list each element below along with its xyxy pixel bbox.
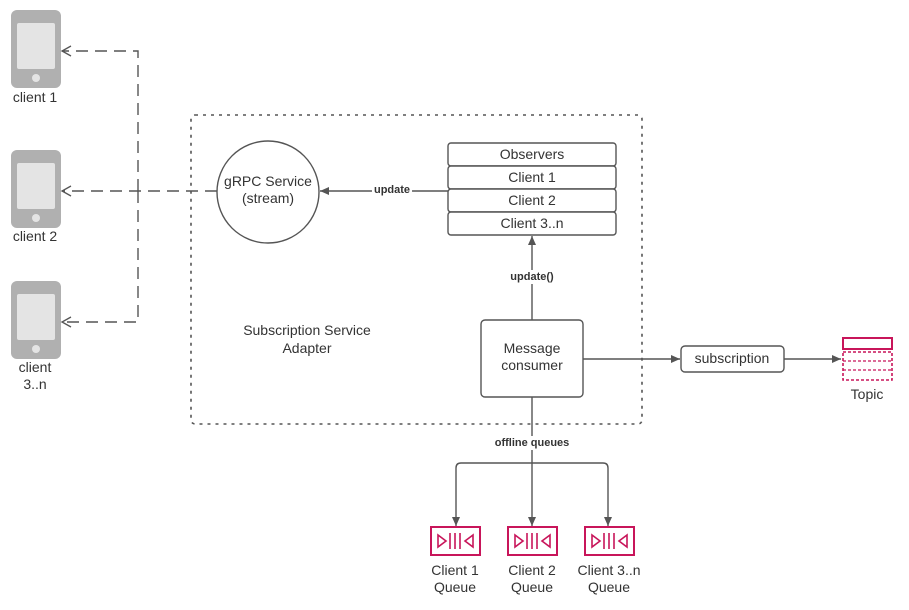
edge-offline-label: offline queues xyxy=(495,437,570,449)
client-3-label-line2: 3..n xyxy=(23,376,46,392)
queue-label-line2: Queue xyxy=(588,579,630,595)
queue-icon xyxy=(584,526,635,556)
subscription-label: subscription xyxy=(695,350,770,366)
consumer-label-line2: consumer xyxy=(501,357,563,373)
edge-label-backdrop xyxy=(508,270,557,284)
observer-item: Client 1 xyxy=(508,169,556,185)
observers-header: Observers xyxy=(500,146,565,162)
client-2-label: client 2 xyxy=(13,228,58,244)
queue-client-1: Client 1 Queue xyxy=(430,526,481,595)
phone-icon xyxy=(11,281,61,359)
client-1-label: client 1 xyxy=(13,89,58,105)
connector-client-3 xyxy=(60,191,139,328)
client-3-label-line1: client xyxy=(19,359,52,375)
edge-label-backdrop xyxy=(492,436,572,450)
grpc-label-line1: gRPC Service xyxy=(224,173,312,189)
grpc-service-node: gRPC Service (stream) xyxy=(216,140,320,244)
connector-client-1 xyxy=(60,45,139,191)
edge-queue-1 xyxy=(452,462,532,526)
observer-item: Client 3..n xyxy=(500,215,563,231)
queue-client-2: Client 2 Queue xyxy=(507,526,558,595)
message-consumer-node: Message consumer xyxy=(480,319,584,398)
subscription-node: subscription xyxy=(680,345,785,373)
edge-update-label: update xyxy=(374,184,410,196)
client-2-device: client 2 xyxy=(11,150,61,244)
queue-client-3: Client 3..n Queue xyxy=(577,526,641,595)
consumer-label-line1: Message xyxy=(504,340,561,356)
queue-label-line2: Queue xyxy=(434,579,476,595)
client-1-device: client 1 xyxy=(11,10,61,105)
adapter-label-line2: Adapter xyxy=(282,340,331,356)
phone-icon xyxy=(11,10,61,88)
adapter-boundary xyxy=(190,114,643,425)
queue-label-line1: Client 3..n xyxy=(577,562,640,578)
client-3-device: client 3..n xyxy=(11,281,61,392)
topic-node: Topic xyxy=(842,337,893,402)
adapter-label-line1: Subscription Service xyxy=(243,322,371,338)
edge-update-call-label: update() xyxy=(510,271,554,283)
queue-icon xyxy=(430,526,481,556)
queue-label-line1: Client 2 xyxy=(508,562,556,578)
topic-icon xyxy=(842,337,893,381)
queue-icon xyxy=(507,526,558,556)
stream-connectors xyxy=(60,45,217,328)
topic-label: Topic xyxy=(851,386,884,402)
queue-label-line1: Client 1 xyxy=(431,562,479,578)
observers-list: Observers Client 1 Client 2 Client 3..n xyxy=(447,142,617,236)
edge-label-backdrop xyxy=(371,183,413,197)
edge-queue-3 xyxy=(532,462,612,526)
phone-icon xyxy=(11,150,61,228)
queue-label-line2: Queue xyxy=(511,579,553,595)
observer-item: Client 2 xyxy=(508,192,556,208)
grpc-label-line2: (stream) xyxy=(242,190,294,206)
